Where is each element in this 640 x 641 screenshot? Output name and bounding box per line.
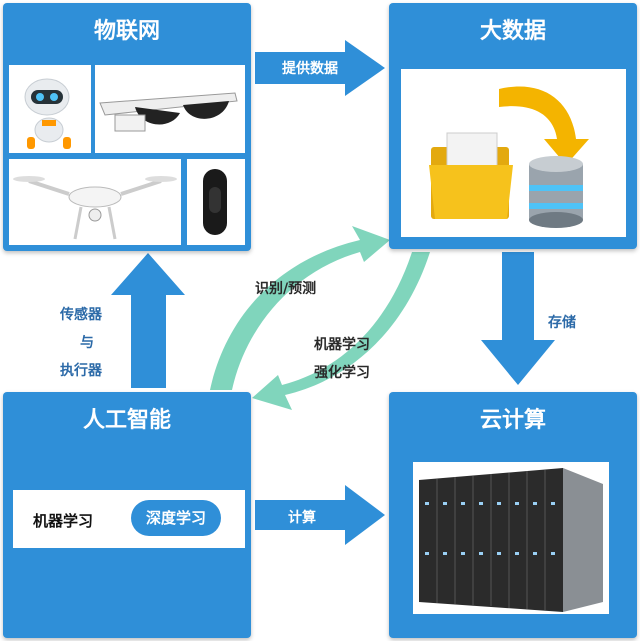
compute-arrow: [255, 485, 385, 545]
storage-label: 存储: [548, 315, 576, 331]
ai-box: 人工智能 机器学习 深度学习: [3, 392, 251, 638]
compute-label: 计算: [288, 510, 316, 526]
fitness-band-icon: [187, 159, 245, 245]
smart-glasses-icon: [95, 65, 245, 153]
cloud-image-panel: [413, 462, 609, 614]
learning-label-line1: 机器学习: [314, 337, 370, 353]
sensors-label-line2: 与: [80, 335, 94, 351]
machine-learning-text: 机器学习: [33, 512, 94, 530]
sensors-label-line1: 传感器: [60, 307, 102, 323]
band-image-panel: [187, 159, 245, 245]
cloud-box: 云计算: [389, 392, 637, 638]
drone-image-panel: [9, 159, 181, 245]
recognize-curve-arrow: [210, 226, 390, 390]
glasses-image-panel: [95, 65, 245, 153]
ai-title: 人工智能: [82, 408, 171, 433]
sensors-arrow: [111, 253, 185, 388]
cloud-title: 云计算: [479, 408, 546, 433]
storage-arrow: [481, 252, 555, 385]
ai-content-panel: 机器学习 深度学习: [13, 490, 245, 548]
robot-icon: [9, 65, 91, 153]
learning-curve-arrow: [252, 252, 430, 410]
iot-image-panel: [9, 65, 91, 153]
bigdata-image-panel: [401, 69, 626, 237]
bigdata-title: 大数据: [479, 19, 546, 44]
sensors-label-line3: 执行器: [60, 363, 102, 379]
deep-learning-pill: 深度学习: [131, 500, 221, 536]
server-rack-icon: [413, 462, 609, 614]
learning-label-line2: 强化学习: [314, 365, 370, 381]
database-icon: [529, 156, 583, 228]
folder-icon: [429, 132, 513, 219]
iot-title: 物联网: [93, 19, 160, 44]
drone-icon: [9, 159, 181, 245]
provide-data-label: 提供数据: [282, 61, 338, 77]
transfer-arrow-icon: [499, 86, 589, 165]
bigdata-illustration: [401, 69, 626, 237]
provide-data-arrow: [255, 40, 385, 96]
iot-box: 物联网: [3, 3, 251, 251]
bigdata-box: 大数据: [389, 3, 637, 249]
recognize-predict-label: 识别/预测: [255, 281, 317, 297]
